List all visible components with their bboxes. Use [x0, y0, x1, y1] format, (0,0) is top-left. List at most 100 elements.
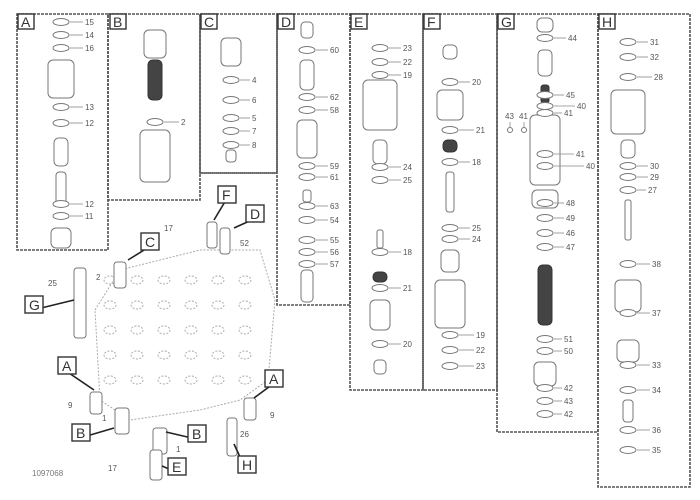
- section-label-f[interactable]: F: [423, 13, 441, 30]
- o-ring-part: [536, 347, 554, 355]
- port-hole: [184, 325, 198, 335]
- part-number-callout: 31: [650, 38, 659, 47]
- section-label-c[interactable]: C: [200, 13, 218, 30]
- part-number-callout: 37: [652, 309, 661, 318]
- section-label-e[interactable]: E: [350, 13, 368, 30]
- overview-section-label[interactable]: D: [233, 204, 265, 229]
- o-ring-part: [222, 114, 240, 122]
- port-hole: [184, 300, 198, 310]
- part-body: [300, 269, 314, 303]
- valve-cartridge: [243, 397, 257, 421]
- port-hole: [184, 275, 198, 285]
- section-label-text: A: [62, 358, 72, 374]
- port-hole: [184, 350, 198, 360]
- ball-part: [507, 127, 513, 133]
- section-label-text: E: [354, 14, 363, 30]
- o-ring-part: [298, 162, 316, 170]
- part-body: [225, 149, 237, 163]
- part-number-callout: 41: [564, 109, 573, 118]
- port-hole: [157, 300, 171, 310]
- part-number-callout: 17: [108, 464, 117, 473]
- o-ring-part: [619, 186, 637, 194]
- overview-section-label[interactable]: G: [24, 295, 75, 314]
- overview-section-label[interactable]: A: [57, 356, 95, 391]
- part-number-callout: 23: [476, 362, 485, 371]
- part-number-callout: 2: [181, 118, 186, 127]
- part-number-callout: 21: [403, 284, 412, 293]
- overview-section-label[interactable]: H: [233, 443, 257, 474]
- part-number-callout: 1: [176, 445, 181, 454]
- ball-part: [521, 127, 527, 133]
- section-label-d[interactable]: D: [277, 13, 295, 30]
- o-ring-part: [441, 346, 459, 354]
- overview-section-label[interactable]: B: [165, 424, 207, 443]
- o-ring-part: [298, 216, 316, 224]
- o-ring-part: [619, 260, 637, 268]
- part-number-callout: 24: [472, 235, 481, 244]
- part-body: [440, 249, 460, 273]
- part-number-callout: 45: [566, 91, 575, 100]
- port-hole: [103, 300, 117, 310]
- o-ring-part: [536, 34, 554, 42]
- part-body: [376, 229, 384, 249]
- section-label-text: F: [427, 14, 436, 30]
- o-ring-part: [536, 384, 554, 392]
- o-ring-part: [619, 73, 637, 81]
- section-label-text: C: [145, 234, 155, 250]
- o-ring-part: [441, 126, 459, 134]
- part-number-callout: 41: [519, 112, 528, 121]
- section-label-text: B: [113, 14, 122, 30]
- port-hole: [211, 300, 225, 310]
- overview-section-label[interactable]: E: [161, 457, 187, 476]
- o-ring-part: [52, 119, 70, 127]
- part-number-callout: 55: [330, 236, 339, 245]
- o-ring-part: [371, 176, 389, 184]
- part-body: [616, 339, 640, 363]
- part-number-callout: 44: [568, 34, 577, 43]
- port-hole: [238, 275, 252, 285]
- panel-frames: [16, 13, 691, 488]
- part-number-callout: 1: [102, 414, 107, 423]
- o-ring-part: [619, 38, 637, 46]
- part-number-callout: 9: [68, 401, 73, 410]
- part-number-callout: 51: [564, 335, 573, 344]
- overview-section-label[interactable]: F: [213, 185, 237, 221]
- section-label-b[interactable]: B: [109, 13, 127, 30]
- part-number-callout: 15: [85, 18, 94, 27]
- overview-section-label[interactable]: C: [127, 232, 160, 261]
- port-hole: [157, 350, 171, 360]
- part-body: [622, 399, 634, 423]
- o-ring-part: [371, 340, 389, 348]
- o-ring-part: [298, 173, 316, 181]
- o-ring-part: [52, 200, 70, 208]
- part-number-callout: 52: [240, 239, 249, 248]
- o-ring-part: [298, 260, 316, 268]
- overview-section-label[interactable]: B: [71, 423, 115, 442]
- section-label-text: D: [281, 14, 291, 30]
- section-label-text: G: [501, 14, 512, 30]
- port-hole: [211, 375, 225, 385]
- part-number-callout: 60: [330, 46, 339, 55]
- valve-cartridge: [114, 407, 130, 435]
- section-label-h[interactable]: H: [598, 13, 616, 30]
- part-number-callout: 23: [403, 44, 412, 53]
- o-ring-part: [441, 331, 459, 339]
- overview-section-label[interactable]: A: [253, 369, 284, 399]
- part-number-callout: 12: [85, 119, 94, 128]
- section-label-text: H: [602, 14, 612, 30]
- section-label-text: B: [76, 425, 85, 441]
- part-number-callout: 63: [330, 202, 339, 211]
- o-ring-part: [371, 284, 389, 292]
- section-label-a[interactable]: A: [17, 13, 35, 30]
- o-ring-part: [536, 243, 554, 251]
- part-number-callout: 49: [566, 214, 575, 223]
- o-ring-part: [222, 76, 240, 84]
- o-ring-part: [441, 78, 459, 86]
- section-label-g[interactable]: G: [497, 13, 515, 30]
- o-ring-part: [536, 162, 554, 170]
- part-body: [302, 189, 312, 203]
- section-label-text: G: [29, 297, 40, 313]
- part-body: [372, 139, 388, 165]
